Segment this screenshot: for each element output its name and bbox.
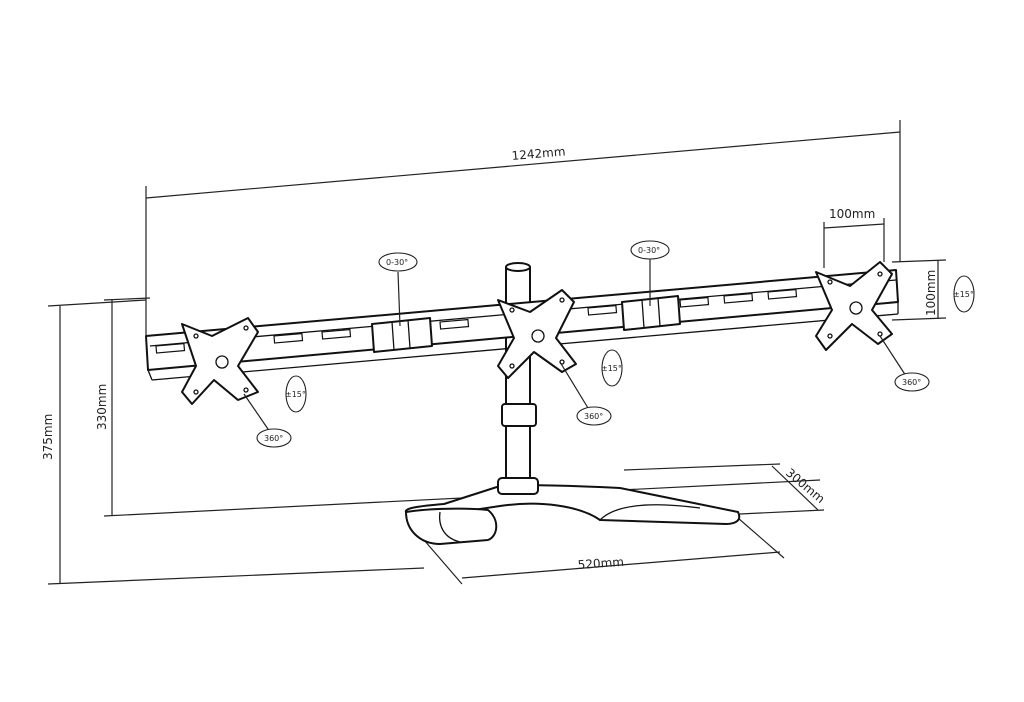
label-base-width: 520mm [577, 555, 624, 572]
label-total-width: 1242mm [511, 144, 566, 163]
callout-tilt-left: ±15° [285, 375, 307, 413]
svg-text:360°: 360° [584, 412, 603, 421]
stand-base [404, 484, 741, 545]
callout-swivel-left: 0-30° [378, 252, 418, 272]
svg-text:360°: 360° [902, 378, 921, 387]
swivel-joint-left [371, 317, 433, 353]
dimension-overall-height: 375mm [41, 299, 425, 585]
callout-rotate-right: 360° [894, 372, 930, 392]
svg-text:0-30°: 0-30° [386, 258, 408, 267]
callout-rotate-center: 360° [576, 406, 612, 426]
svg-text:±15°: ±15° [285, 390, 306, 399]
svg-text:±15°: ±15° [953, 290, 974, 299]
label-vesa-height: 100mm [924, 270, 938, 316]
callout-tilt-center: ±15° [601, 349, 623, 387]
vesa-plate-right [815, 261, 893, 351]
svg-text:±15°: ±15° [601, 364, 622, 373]
callout-tilt-right: ±15° [953, 275, 975, 313]
stand-pole [497, 262, 539, 495]
callout-swivel-right: 0-30° [630, 240, 670, 260]
label-base-depth: 300mm [783, 466, 827, 506]
dimension-vesa-height: 100mm [891, 259, 947, 321]
svg-text:0-30°: 0-30° [638, 246, 660, 255]
callout-rotate-left: 360° [256, 428, 292, 448]
label-arm-height: 330mm [95, 384, 109, 430]
dimension-total-width: 1242mm [145, 120, 901, 335]
swivel-joint-right [621, 295, 681, 331]
vesa-plate-left [181, 317, 259, 405]
dimension-base-width: 520mm [423, 517, 785, 585]
label-vesa-width: 100mm [829, 207, 875, 221]
leader-lines [243, 258, 907, 433]
label-overall-height: 375mm [41, 414, 55, 460]
vesa-plate-center [497, 289, 577, 379]
dimension-vesa-width: 100mm [823, 207, 885, 268]
crossbar-slots [155, 288, 798, 354]
svg-text:360°: 360° [264, 434, 283, 443]
